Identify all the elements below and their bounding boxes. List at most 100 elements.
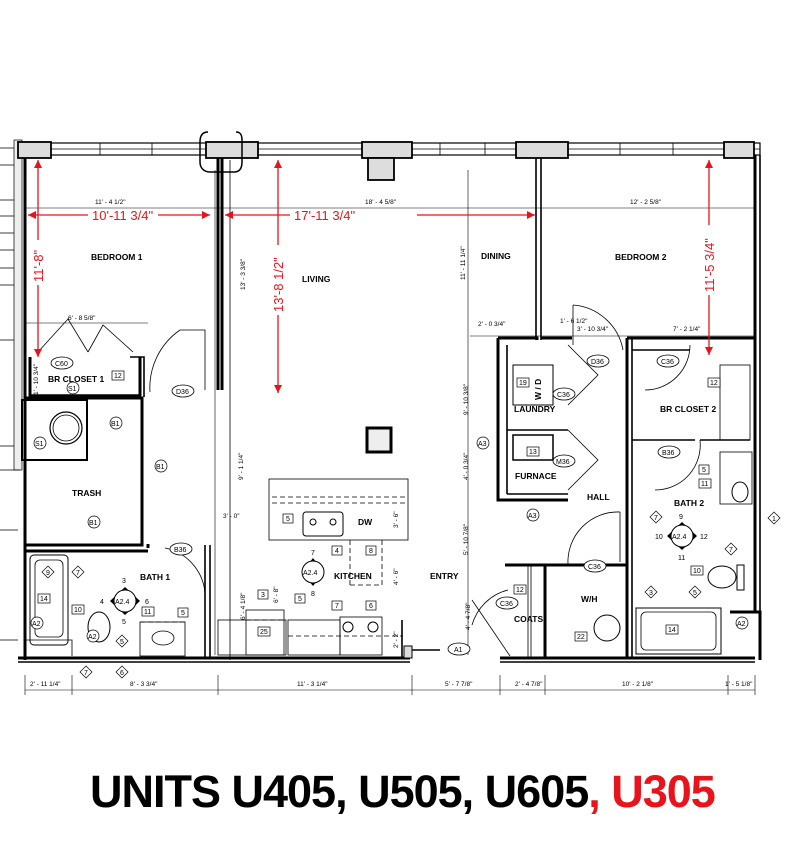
plan-label: 7 xyxy=(76,570,80,577)
plan-label: 25 xyxy=(260,629,268,636)
plan-label: 8 xyxy=(311,591,315,598)
plan-label: S1 xyxy=(68,386,77,393)
keynote: 12 xyxy=(707,377,721,388)
diamond-tag: 1 xyxy=(767,511,781,525)
wall-tag: B1 xyxy=(154,459,168,473)
keynote: 5 xyxy=(698,464,710,475)
room-bedroom1: BEDROOM 1 xyxy=(91,252,143,262)
keynote: 3 xyxy=(257,589,269,600)
diamond-tag: 7 xyxy=(71,565,85,579)
diamond-tag: 7 xyxy=(79,665,93,679)
room-living: LIVING xyxy=(302,274,331,284)
room-bath1: BATH 1 xyxy=(140,572,170,582)
plan-label: A3 xyxy=(528,513,537,520)
dim-text: 2' - 2" xyxy=(393,631,400,648)
plan-label: 11 xyxy=(678,555,685,562)
dim-text: 18' - 4 5/8" xyxy=(365,199,397,206)
plan-label: 4 xyxy=(335,548,339,555)
plan-label: 11 xyxy=(144,609,151,616)
dim-text: 13' - 3 3/8" xyxy=(240,258,247,290)
label-dw: DW xyxy=(358,517,373,527)
plan-label: 6 xyxy=(145,599,149,606)
room-laundry: LAUNDRY xyxy=(514,404,556,414)
plan-label: A2.4 xyxy=(672,534,687,541)
plan-label: A2 xyxy=(737,621,746,628)
door-tag: C36 xyxy=(552,387,576,401)
plan-label: M36 xyxy=(556,459,570,466)
dim-text: 11' - 3 1/4" xyxy=(297,681,328,688)
keynote: 6 xyxy=(365,600,377,611)
dim-text: 12' - 2 5/8" xyxy=(630,199,662,206)
keynote: 11 xyxy=(698,478,712,489)
plan-label: D36 xyxy=(591,359,604,366)
elevation-marker-kitchen: A2.4 7 8 xyxy=(301,550,325,598)
dim-text: 1' - 10 3/4" xyxy=(33,363,40,395)
plan-label: 10 xyxy=(655,534,663,541)
door-tag: D36 xyxy=(586,354,610,368)
diamond-tag: 7 xyxy=(724,542,738,556)
keynote: 7 xyxy=(331,600,343,611)
plan-label: A2 xyxy=(32,621,41,628)
dim-text: 3' - 0" xyxy=(223,513,240,520)
plan-label: B36 xyxy=(174,547,187,554)
wall-tag: B1 xyxy=(109,416,123,430)
plan-label: 8 xyxy=(369,548,373,555)
wall-tag: S1 xyxy=(33,436,47,450)
units-title: UNITS U405, U505, U605, U305 xyxy=(90,766,716,818)
plan-label: 5 xyxy=(702,467,706,474)
room-furnace: FURNACE xyxy=(515,471,557,481)
plan-label: 5 xyxy=(286,516,290,523)
plan-label: B1 xyxy=(156,464,165,471)
plan-label: 10 xyxy=(693,568,701,575)
plan-label: C36 xyxy=(500,601,513,608)
door-tag: D36 xyxy=(171,384,195,398)
plan-label: 3 xyxy=(122,578,126,585)
dim-text: 2' - 4 7/8" xyxy=(515,681,543,688)
dim-text: 5' - 7 7/8" xyxy=(445,681,473,688)
room-hall: HALL xyxy=(587,492,610,502)
red-dim-living-depth: 13'-8 1/2" xyxy=(271,257,286,312)
door-tag: C60 xyxy=(50,356,74,370)
plan-label: C36 xyxy=(661,359,674,366)
plan-label: A1 xyxy=(454,647,463,654)
plan-label: 12 xyxy=(700,534,708,541)
dim-text: 3' - 10 3/4" xyxy=(577,326,609,333)
plan-label: B36 xyxy=(662,450,675,457)
keynote: 5 xyxy=(177,607,189,618)
plan-label: 4 xyxy=(100,599,104,606)
room-bath2: BATH 2 xyxy=(674,498,704,508)
dim-text: 9' - 1 1/4" xyxy=(238,452,245,480)
plan-label: 12 xyxy=(710,380,718,387)
dimension-lines xyxy=(24,170,756,695)
diamond-tag: 5 xyxy=(688,585,702,599)
plan-label: 12 xyxy=(114,373,122,380)
units-title-main: UNITS U405, U505, U605 xyxy=(90,766,589,817)
plan-label: C36 xyxy=(557,392,570,399)
door-tag: C36 xyxy=(656,354,680,368)
plan-label: B1 xyxy=(111,421,120,428)
door-tag: M36 xyxy=(552,454,576,468)
red-dim-bedroom1-depth: 11'-8" xyxy=(31,249,46,282)
wall-tag: A3 xyxy=(476,436,490,450)
dim-text: 4' - 4 7/8" xyxy=(465,602,472,630)
plan-label: 7 xyxy=(84,670,88,677)
door-tag: A1 xyxy=(447,642,471,656)
diamond-tag: 6 xyxy=(115,665,129,679)
plan-label: 7 xyxy=(311,550,315,557)
dim-text: 10' - 2 1/8" xyxy=(622,681,654,688)
plan-label: 22 xyxy=(577,634,585,641)
plan-label: 12 xyxy=(516,587,524,594)
dim-text: 2' - 0 3/4" xyxy=(478,321,506,328)
plan-label: 9 xyxy=(46,570,50,577)
room-kitchen: KITCHEN xyxy=(334,571,372,581)
room-bedroom2: BEDROOM 2 xyxy=(615,252,667,262)
plan-label: C60 xyxy=(55,361,68,368)
plan-label: 3 xyxy=(261,592,265,599)
plan-label: D36 xyxy=(176,389,189,396)
plan-label: 14 xyxy=(668,627,676,634)
units-title-highlight: , U305 xyxy=(588,766,716,817)
plan-label: A2 xyxy=(88,634,97,641)
wall-tags: S1 S1 B1 B1 B1 A3 A3 A2 A2 A2 xyxy=(30,381,749,643)
room-trash: TRASH xyxy=(72,488,101,498)
